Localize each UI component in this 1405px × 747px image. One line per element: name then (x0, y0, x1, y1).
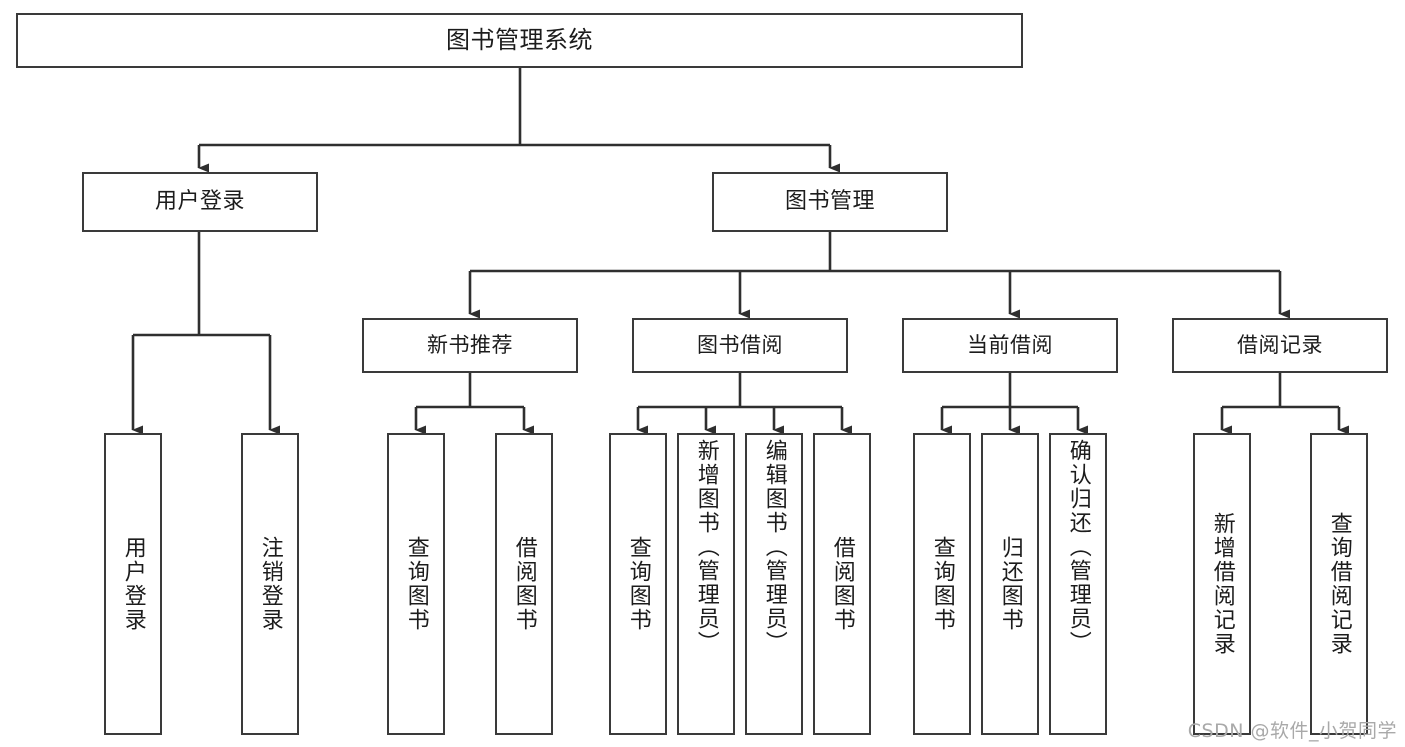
node-label: 借阅记录 (1237, 333, 1323, 358)
node-leaf-user-login[interactable]: 用户登录 (104, 433, 162, 735)
node-leaf-query-book-borrow[interactable]: 查询图书 (609, 433, 667, 735)
node-label: 新增图书（管理员） (693, 439, 719, 655)
node-leaf-return-book[interactable]: 归还图书 (981, 433, 1039, 735)
node-label: 用户登录 (120, 536, 146, 632)
node-label: 注销登录 (257, 536, 283, 632)
watermark-text: CSDN @软件_小贺同学 (1187, 720, 1397, 742)
node-label: 图书管理系统 (446, 25, 593, 54)
node-book-borrow[interactable]: 图书借阅 (632, 318, 848, 373)
node-label: 借阅图书 (511, 536, 537, 632)
node-leaf-borrow-book[interactable]: 借阅图书 (813, 433, 871, 735)
node-label: 查询图书 (403, 536, 429, 632)
node-label: 借阅图书 (829, 536, 855, 632)
node-label: 查询图书 (929, 536, 955, 632)
node-label: 归还图书 (997, 536, 1023, 632)
node-book-management[interactable]: 图书管理 (712, 172, 948, 232)
node-label: 查询图书 (625, 536, 651, 632)
node-leaf-confirm-return[interactable]: 确认归还（管理员） (1049, 433, 1107, 735)
node-leaf-edit-book[interactable]: 编辑图书（管理员） (745, 433, 803, 735)
node-leaf-query-book-recommend[interactable]: 查询图书 (387, 433, 445, 735)
node-root-book-management-system[interactable]: 图书管理系统 (16, 13, 1023, 68)
node-label: 当前借阅 (967, 333, 1053, 358)
node-leaf-logout[interactable]: 注销登录 (241, 433, 299, 735)
node-leaf-add-book[interactable]: 新增图书（管理员） (677, 433, 735, 735)
node-leaf-query-book-current[interactable]: 查询图书 (913, 433, 971, 735)
node-label: 查询借阅记录 (1326, 512, 1352, 656)
node-leaf-borrow-book-recommend[interactable]: 借阅图书 (495, 433, 553, 735)
node-label: 编辑图书（管理员） (761, 439, 787, 655)
node-user-login[interactable]: 用户登录 (82, 172, 318, 232)
node-label: 确认归还（管理员） (1065, 439, 1091, 655)
node-current-borrow[interactable]: 当前借阅 (902, 318, 1118, 373)
node-label: 新增借阅记录 (1209, 512, 1235, 656)
node-label: 新书推荐 (427, 333, 513, 358)
node-leaf-add-borrow-record[interactable]: 新增借阅记录 (1193, 433, 1251, 735)
node-label: 用户登录 (154, 189, 245, 215)
node-leaf-query-borrow-record[interactable]: 查询借阅记录 (1310, 433, 1368, 735)
node-label: 图书借阅 (697, 333, 783, 358)
node-new-book-recommend[interactable]: 新书推荐 (362, 318, 578, 373)
node-borrow-record[interactable]: 借阅记录 (1172, 318, 1388, 373)
node-label: 图书管理 (784, 189, 875, 215)
